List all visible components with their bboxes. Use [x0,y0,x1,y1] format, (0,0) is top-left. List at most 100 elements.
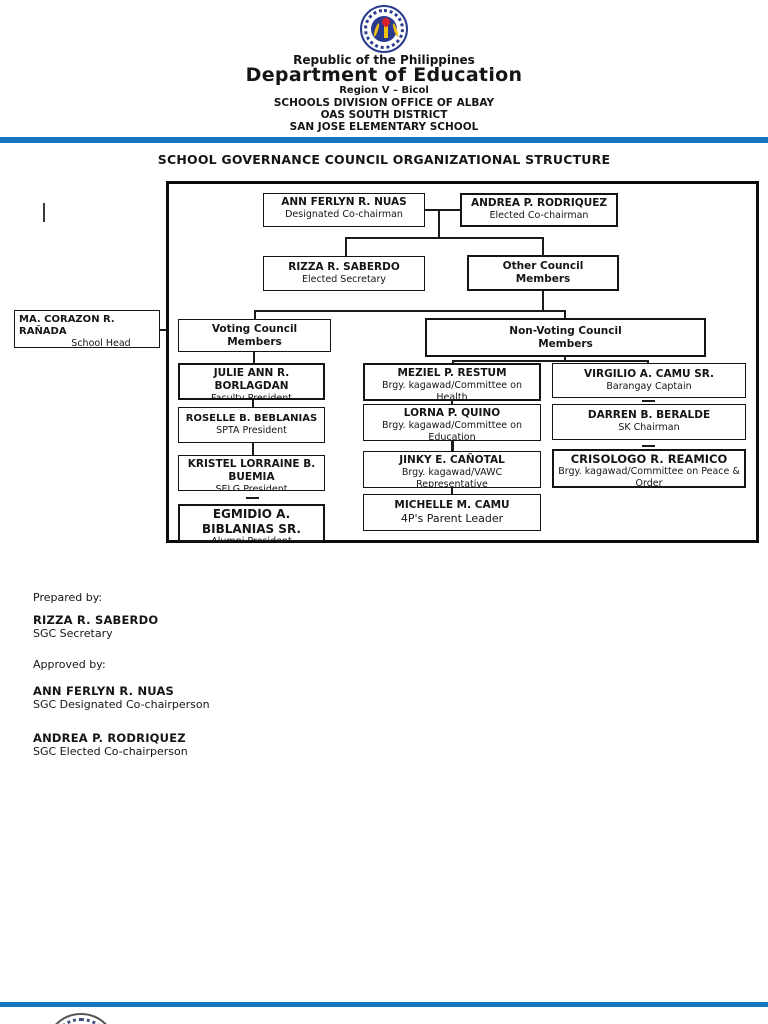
connector-line [647,360,649,364]
member-name: DARREN B. BERALDE [587,409,711,421]
connector-line [451,488,453,494]
org-box-voting-2: ROSELLE B. BEBLANIAS SPTA President [178,407,325,443]
connector-dash [642,400,655,403]
member-role: SK Chairman [618,422,680,433]
member-role: Elected Co-chairman [489,210,589,221]
approved-by-role-1: SGC Designated Co-chairperson [33,698,210,711]
org-box-school-head: MA. CORAZON R. RAÑADA School Head [14,310,160,348]
signatory-name: RIZZA R. SABERDO [33,613,159,627]
member-role: School Head [71,338,131,348]
seal-ring [364,9,404,49]
prepared-by-label: Prepared by: [33,591,103,604]
member-name: RIZZA R. SABERDO [288,261,400,273]
connector-line [564,310,566,319]
member-role: SELG President [215,484,288,491]
connector-line [451,441,454,451]
connector-line [345,237,347,256]
approved-by-name-1: ANN FERLYN R. NUAS [33,684,174,698]
member-role: Faculty President [211,393,292,400]
org-box-nonvoting1-2: LORNA P. QUINO Brgy. kagawad/Committee o… [363,404,541,441]
connector-line [564,357,566,361]
connector-line [424,209,460,211]
connector-line [452,360,454,364]
org-box-elected-cochair: ANDREA P. RODRIQUEZ Elected Co-chairman [460,193,618,227]
member-role: Brgy. kagawad/Committee on Peace & Order [558,466,740,488]
org-box-nonvoting2-3: CRISOLOGO R. REAMICO Brgy. kagawad/Commi… [552,449,746,488]
member-name: LORNA P. QUINO [403,407,501,419]
member-role: 4P's Parent Leader [400,512,504,525]
member-name: VIRGILIO A. CAMU SR. [583,368,715,380]
member-name: MEZIEL P. RESTUM [397,367,507,379]
member-name: CRISOLOGO R. REAMICO [570,452,728,466]
connector-line [451,401,453,405]
connector-line [254,310,256,319]
torch-icon [384,24,388,38]
prepared-by-name: RIZZA R. SABERDO [33,613,158,627]
org-box-voting-1: JULIE ANN R. BORLAGDAN Faculty President [178,363,325,400]
member-name: ANN FERLYN R. NUAS [281,196,407,208]
org-box-designated-cochair: ANN FERLYN R. NUAS Designated Co-chairma… [263,193,425,227]
approved-by-label: Approved by: [33,658,106,671]
member-name: MA. CORAZON R. RAÑADA [19,314,115,337]
member-role: Brgy. kagawad/Committee on Health [381,380,522,401]
member-role: SPTA President [216,425,287,436]
member-role: Brgy. kagawad/Committee on Education [381,420,522,441]
footer-seal-icon [45,1013,117,1024]
org-box-nonvoting1-3: JINKY E. CAÑOTAL Brgy. kagawad/VAWC Repr… [363,451,541,488]
member-name: KRISTEL LORRAINE B. BUEMIA [187,458,316,483]
connector-line [542,237,544,256]
connector-line [252,443,254,455]
member-role: Alumni President [211,536,292,542]
org-box-voting-header: Voting Council Members [178,319,331,352]
org-box-nonvoting2-2: DARREN B. BERALDE SK Chairman [552,404,746,440]
connector-line [252,400,254,408]
connector-line [438,209,440,238]
footer-rule [0,1002,768,1007]
member-name: JINKY E. CAÑOTAL [399,454,505,466]
connector-dash [642,445,655,448]
signatory-name: ANN FERLYN R. NUAS [33,684,175,698]
text-cursor-mark [43,203,45,222]
group-label: Other Council Members [502,260,584,285]
page-title: SCHOOL GOVERNANCE COUNCIL ORGANIZATIONAL… [157,152,611,167]
header-division: SCHOOLS DIVISION OFFICE OF ALBAY [273,97,495,109]
connector-line [542,291,544,311]
group-label: Non-Voting Council Members [509,324,622,350]
header-department: Department of Education [245,64,523,86]
prepared-by-role: SGC Secretary [33,627,113,640]
connector-dash [246,497,259,500]
member-name: ROSELLE B. BEBLANIAS [185,413,318,424]
footer-seal-ring [50,1018,112,1024]
org-box-nonvoting1-1: MEZIEL P. RESTUM Brgy. kagawad/Committee… [363,363,541,401]
connector-line [160,329,167,331]
signatory-name: ANDREA P. RODRIQUEZ [33,731,186,745]
member-role: Elected Secretary [301,274,387,285]
deped-seal-icon [360,5,408,53]
header-region: Region V – Bicol [339,85,429,96]
connector-line [452,360,649,362]
member-name: JULIE ANN R. BORLAGDAN [213,367,290,392]
connector-line [345,237,544,239]
header-republic: Republic of the Philippines [293,53,475,67]
connector-line [254,310,566,312]
org-box-nonvoting-header: Non-Voting Council Members [425,318,706,357]
header-school: SAN JOSE ELEMENTARY SCHOOL [289,121,479,133]
org-box-nonvoting1-4: MICHELLE M. CAMU 4P's Parent Leader [363,494,541,531]
member-role: Brgy. kagawad/VAWC Representative [401,467,503,488]
header-rule [0,137,768,143]
connector-line [253,352,255,363]
header-district: OAS SOUTH DISTRICT [320,109,448,121]
member-name: MICHELLE M. CAMU [394,499,510,511]
member-role: Barangay Captain [606,381,692,392]
org-box-other-council: Other Council Members [467,255,619,291]
member-name: ANDREA P. RODRIQUEZ [470,197,608,209]
approved-by-name-2: ANDREA P. RODRIQUEZ [33,731,186,745]
member-role: Designated Co-chairman [285,209,403,220]
org-box-voting-3: KRISTEL LORRAINE B. BUEMIA SELG Presiden… [178,455,325,491]
approved-by-role-2: SGC Elected Co-chairperson [33,745,188,758]
member-name: EGMIDIO A. BIBLANIAS SR. [202,507,301,536]
org-box-secretary: RIZZA R. SABERDO Elected Secretary [263,256,425,291]
org-box-voting-4: EGMIDIO A. BIBLANIAS SR. Alumni Presiden… [178,504,325,542]
org-box-nonvoting2-1: VIRGILIO A. CAMU SR. Barangay Captain [552,363,746,398]
